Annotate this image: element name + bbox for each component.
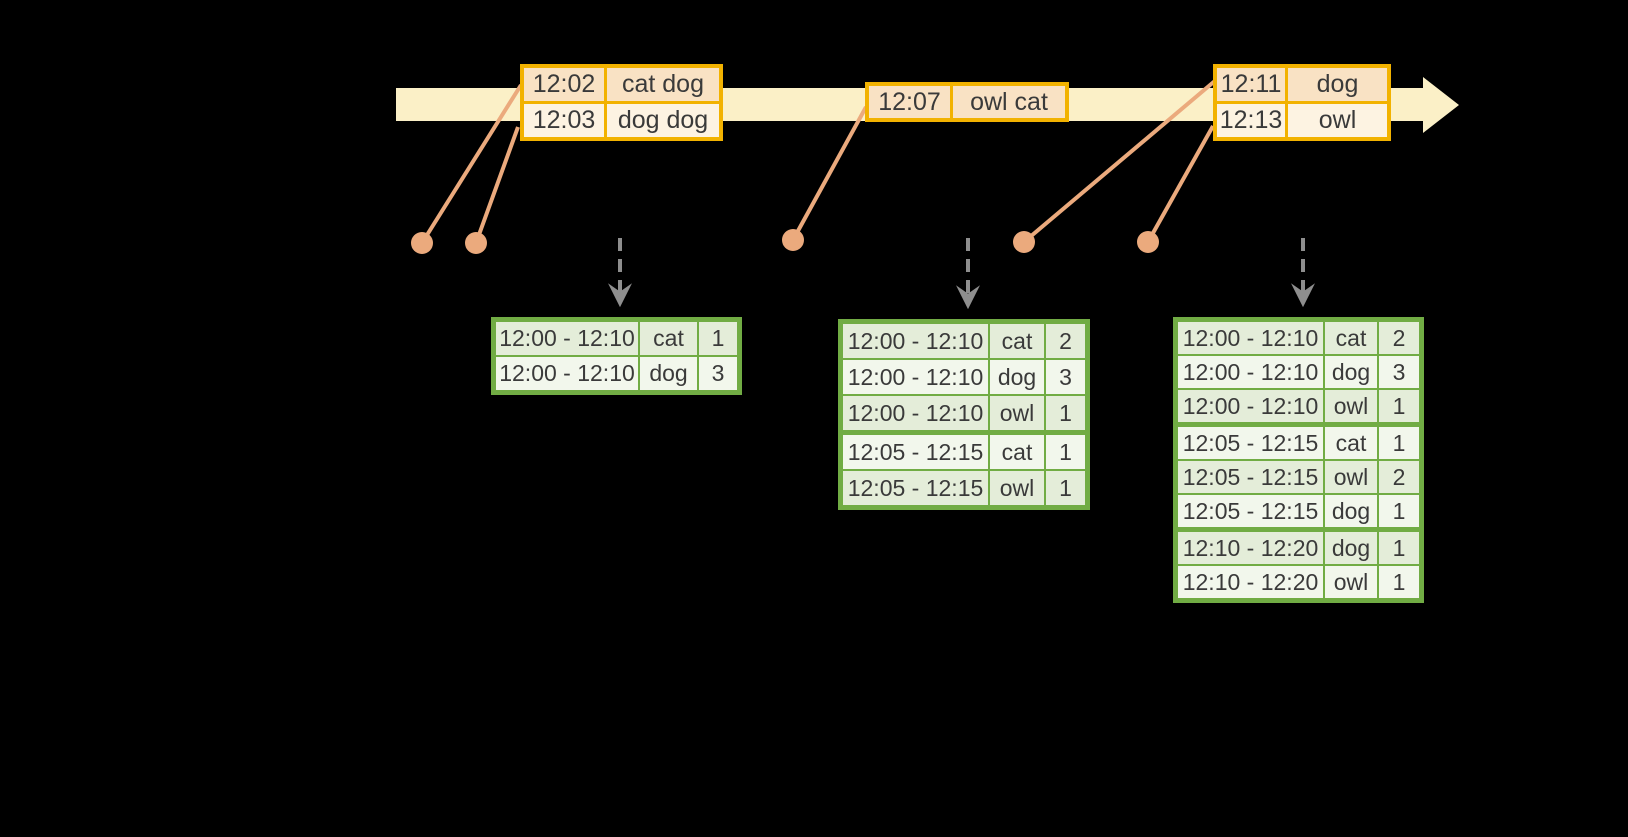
count-cell: 3: [1044, 358, 1089, 396]
count-cell: 1: [1377, 527, 1423, 566]
word-cell: dog: [638, 355, 699, 394]
event-time-cell: 12:11: [1213, 64, 1288, 104]
window-cell: 12:00 - 12:10: [839, 320, 990, 360]
event-time-cell: 12:03: [520, 101, 607, 141]
window-cell: 12:05 - 12:15: [1174, 422, 1325, 461]
count-cell: 1: [1377, 422, 1423, 461]
word-cell: owl: [1323, 564, 1379, 602]
word-cell: cat: [1323, 422, 1379, 461]
count-cell: 1: [1377, 493, 1423, 531]
word-cell: cat: [638, 318, 699, 357]
word-cell: dog: [1323, 527, 1379, 566]
event-dot: [782, 229, 804, 251]
window-cell: 12:05 - 12:15: [839, 430, 990, 471]
event-connector-lines: [420, 78, 1218, 245]
word-cell: owl: [1323, 388, 1379, 426]
word-cell: dog: [988, 358, 1046, 396]
count-cell: 1: [1377, 564, 1423, 602]
event-dots: [411, 229, 1159, 254]
window-cell: 12:00 - 12:10: [839, 358, 990, 396]
window-cell: 12:05 - 12:15: [1174, 493, 1325, 531]
word-cell: owl: [988, 394, 1046, 434]
window-cell: 12:00 - 12:10: [839, 394, 990, 434]
event-words-cell: owl: [1285, 101, 1391, 141]
count-cell: 1: [1044, 469, 1089, 509]
window-cell: 12:10 - 12:20: [1174, 564, 1325, 602]
window-cell: 12:10 - 12:20: [1174, 527, 1325, 566]
event-words-cell: dog: [1285, 64, 1391, 104]
trigger-arrows: [608, 238, 1315, 310]
event-time-cell: 12:07: [865, 82, 953, 122]
word-cell: dog: [1323, 493, 1379, 531]
word-cell: owl: [988, 469, 1046, 509]
event-time-cell: 12:13: [1213, 101, 1288, 141]
word-cell: dog: [1323, 354, 1379, 390]
window-cell: 12:00 - 12:10: [492, 318, 640, 357]
count-cell: 1: [697, 318, 741, 357]
timeline-arrowhead-icon: [1423, 77, 1459, 133]
event-dot: [1013, 231, 1035, 253]
word-cell: owl: [1323, 459, 1379, 495]
count-cell: 1: [1044, 394, 1089, 434]
window-cell: 12:00 - 12:10: [492, 355, 640, 394]
event-dot: [411, 232, 433, 254]
event-words-cell: owl cat: [950, 82, 1069, 122]
event-words-cell: cat dog: [604, 64, 723, 104]
word-cell: cat: [1323, 318, 1379, 356]
word-cell: cat: [988, 430, 1046, 471]
count-cell: 3: [697, 355, 741, 394]
window-cell: 12:00 - 12:10: [1174, 388, 1325, 426]
event-dot: [1137, 231, 1159, 253]
event-dot: [465, 232, 487, 254]
count-cell: 1: [1377, 388, 1423, 426]
window-cell: 12:05 - 12:15: [1174, 459, 1325, 495]
word-cell: cat: [988, 320, 1046, 360]
count-cell: 2: [1377, 318, 1423, 356]
window-cell: 12:05 - 12:15: [839, 469, 990, 509]
event-words-cell: dog dog: [604, 101, 723, 141]
event-time-cell: 12:02: [520, 64, 607, 104]
window-cell: 12:00 - 12:10: [1174, 354, 1325, 390]
window-cell: 12:00 - 12:10: [1174, 318, 1325, 356]
count-cell: 3: [1377, 354, 1423, 390]
count-cell: 2: [1377, 459, 1423, 495]
count-cell: 1: [1044, 430, 1089, 471]
count-cell: 2: [1044, 320, 1089, 360]
